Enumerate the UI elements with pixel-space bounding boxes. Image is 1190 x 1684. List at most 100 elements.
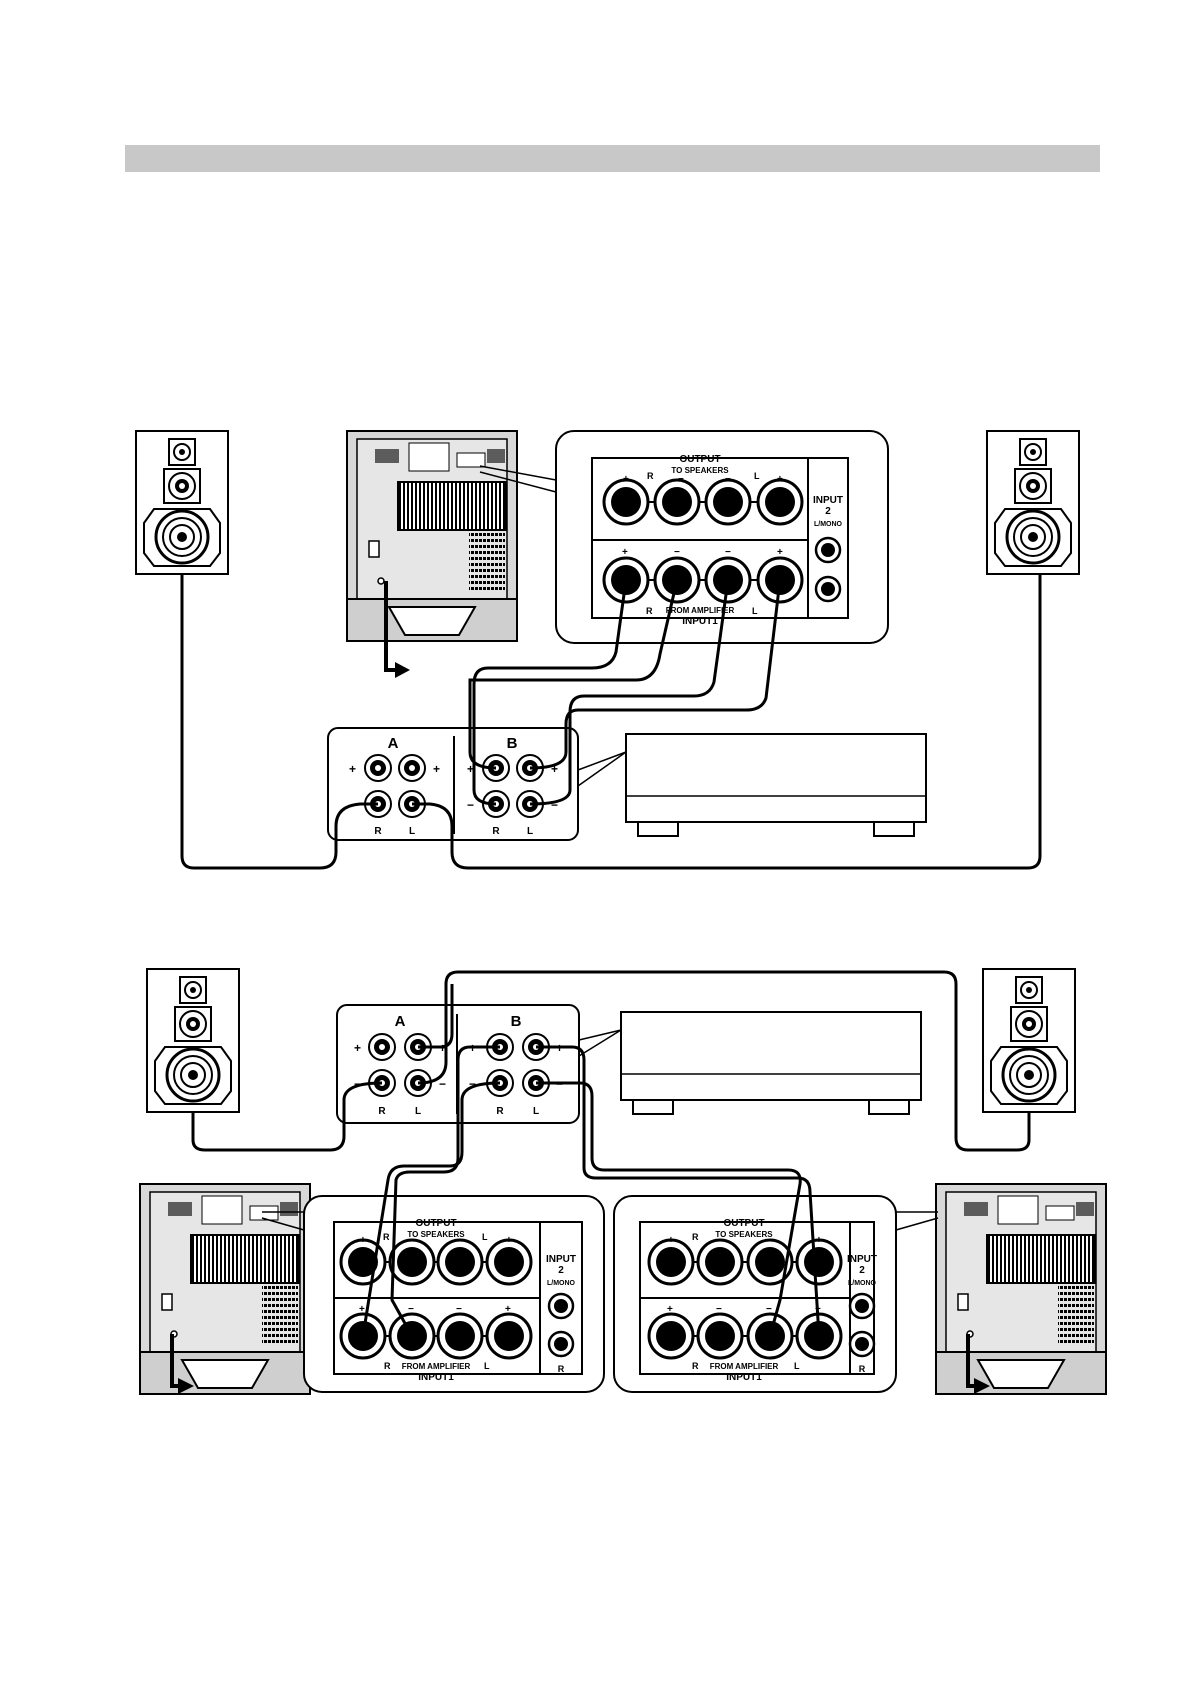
svg-text:R: R [384,1361,391,1371]
svg-text:FROM AMPLIFIER: FROM AMPLIFIER [402,1362,471,1371]
from-amplifier-label: FROM AMPLIFIER [666,606,735,615]
speaker-a-label: A [395,1013,406,1030]
svg-text:INPUT: INPUT [546,1254,576,1265]
bottom-diagram: A B + + − − + + − − R L R L [139,967,1107,1395]
svg-text:+: + [506,1235,512,1246]
to-speakers-label: TO SPEAKERS [671,466,729,475]
speaker-b-label: B [507,735,518,752]
svg-text:L: L [794,1361,800,1371]
svg-text:TO SPEAKERS: TO SPEAKERS [715,1230,773,1239]
svg-text:+: + [623,474,629,485]
svg-text:+: + [354,1041,361,1055]
svg-text:+: + [777,547,783,558]
svg-text:+: + [551,762,558,776]
svg-text:L: L [409,826,415,837]
sub-output-terminal [653,478,701,526]
svg-text:+: + [777,474,783,485]
svg-text:L/MONO: L/MONO [848,1280,877,1287]
svg-text:+: + [505,1304,511,1315]
svg-text:R: R [378,1106,386,1117]
svg-text:+: + [667,1304,673,1315]
svg-text:−: − [354,1077,361,1091]
sub-output-terminal [756,478,804,526]
svg-text:L: L [482,1232,488,1242]
input2-label: INPUT [813,495,843,506]
speaker-b-label: B [511,1013,522,1030]
svg-text:R: R [692,1232,699,1242]
svg-text:−: − [718,1235,724,1246]
svg-text:−: − [408,1304,414,1315]
speaker-wires-bottom [191,970,1031,1337]
speaker-a-label: A [388,735,399,752]
amplifier-bottom-icon [620,1011,922,1115]
svg-text:INPUT: INPUT [847,1254,877,1265]
svg-text:R: R [496,1106,504,1117]
svg-text:−: − [439,1077,446,1091]
svg-text:L: L [752,606,758,616]
svg-text:−: − [725,474,731,485]
svg-text:−: − [469,1077,476,1091]
svg-text:FROM AMPLIFIER: FROM AMPLIFIER [710,1362,779,1371]
svg-text:+: + [467,762,474,776]
svg-text:L: L [484,1361,490,1371]
speaker-left-top-icon [134,429,230,576]
svg-text:−: − [678,474,684,485]
input1-label: INPUT1 [682,616,718,627]
svg-text:−: − [768,1235,774,1246]
subwoofer-panel-bottom-left: OUTPUT TO SPEAKERS + − − L + R + − − + R… [303,1195,605,1393]
speaker-wires-top [180,574,1042,870]
svg-text:INPUT1: INPUT1 [726,1372,762,1383]
subwoofer-panel-top: OUTPUT TO SPEAKERS + R − − L + + − − + R… [555,430,889,644]
svg-text:−: − [766,1304,772,1315]
svg-text:R: R [492,826,500,837]
svg-text:OUTPUT: OUTPUT [723,1218,764,1229]
svg-text:TO SPEAKERS: TO SPEAKERS [407,1230,465,1239]
svg-text:−: − [725,547,731,558]
section-header-bar [125,145,1100,172]
subwoofer-top-icon [346,430,518,642]
sub-output-terminal [602,478,650,526]
svg-text:L/MONO: L/MONO [547,1280,576,1287]
svg-text:R: R [647,471,654,481]
svg-text:R: R [859,1364,866,1374]
sub-output-terminal [704,478,752,526]
svg-text:INPUT1: INPUT1 [418,1372,454,1383]
svg-text:+: + [349,762,356,776]
svg-text:−: − [410,1235,416,1246]
subwoofer-bottom-right-icon [935,1183,1107,1395]
output-label: OUTPUT [679,454,720,465]
svg-text:+: + [433,762,440,776]
svg-text:OUTPUT: OUTPUT [415,1218,456,1229]
svg-text:L: L [527,826,533,837]
svg-text:R: R [374,826,382,837]
top-diagram: OUTPUT TO SPEAKERS + R − − L + + − − + R… [134,429,1081,870]
svg-text:−: − [716,1304,722,1315]
svg-text:+: + [622,547,628,558]
speaker-left-bottom-icon [145,967,241,1114]
amplifier-top-icon [625,733,927,837]
svg-text:2: 2 [558,1265,564,1276]
svg-text:2: 2 [859,1265,865,1276]
svg-text:−: − [467,798,474,812]
svg-text:R: R [692,1361,699,1371]
speaker-right-bottom-icon [981,967,1077,1114]
subwoofer-bottom-left-icon [139,1183,311,1395]
input2-rca-jack [814,575,842,603]
svg-text:+: + [816,1235,822,1246]
svg-text:+: + [360,1235,366,1246]
svg-text:R: R [646,606,653,616]
svg-text:R: R [383,1232,390,1242]
svg-text:−: − [456,1304,462,1315]
svg-text:−: − [458,1235,464,1246]
svg-text:L: L [533,1106,539,1117]
svg-text:R: R [558,1364,565,1374]
svg-text:−: − [551,798,558,812]
svg-text:−: − [674,547,680,558]
mono-label: L/MONO [814,521,843,528]
input2-rca-jack [814,536,842,564]
speaker-right-top-icon [985,429,1081,576]
svg-text:L: L [415,1106,421,1117]
svg-text:+: + [668,1235,674,1246]
subwoofer-panel-bottom-right: OUTPUT TO SPEAKERS + R − − + + − − + R F… [613,1195,897,1393]
